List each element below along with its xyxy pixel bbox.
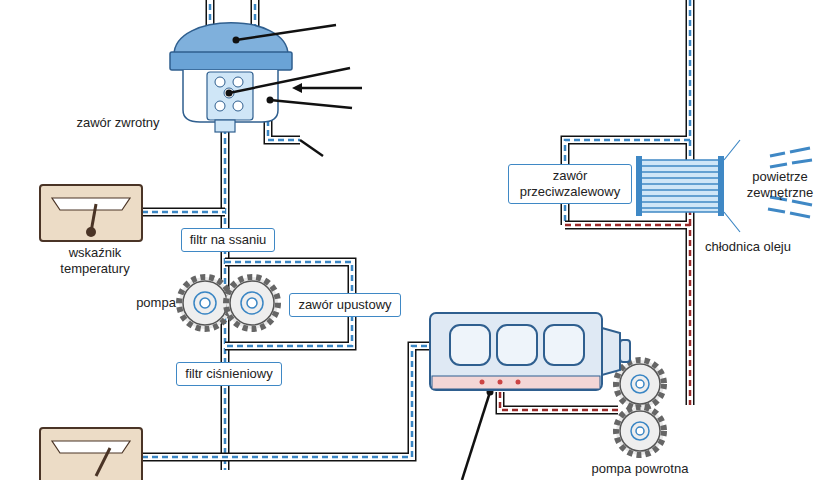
pressure-gauge xyxy=(40,428,142,480)
label-text: wskaźnik temperatury xyxy=(45,245,145,278)
leader-lines xyxy=(226,25,494,480)
oil-cooler xyxy=(636,140,740,232)
component-box: filtr na ssaniu xyxy=(181,228,276,252)
label-text: zawór zwrotny xyxy=(76,115,159,131)
pump-gears xyxy=(179,277,278,329)
component-box: zawór przeciwzalewowy xyxy=(508,164,632,205)
box-text: zawór przeciwzalewowy xyxy=(517,168,623,201)
label-text: pompa powrotna xyxy=(592,461,689,477)
part-label: pompa powrotna xyxy=(592,461,689,477)
box-text: filtr ciśnieniowy xyxy=(185,366,272,382)
part-label: zawór zwrotny xyxy=(76,115,159,131)
component-box: zawór upustowy xyxy=(289,293,400,317)
part-label: powietrze zewnętrzne xyxy=(737,169,823,202)
box-text: filtr na ssaniu xyxy=(190,232,267,248)
label-text: chłodnica oleju xyxy=(705,239,791,255)
oil-tank xyxy=(170,23,292,132)
label-text: powietrze zewnętrzne xyxy=(737,169,823,202)
engine xyxy=(430,313,630,390)
temperature-gauge xyxy=(40,185,142,241)
pipes xyxy=(142,0,690,470)
box-text: zawór upustowy xyxy=(298,297,391,313)
part-label: pompa xyxy=(136,295,176,311)
part-label: wskaźnik temperatury xyxy=(45,245,145,278)
component-box: filtr ciśnieniowy xyxy=(176,362,281,386)
part-label: chłodnica oleju xyxy=(705,239,791,255)
label-text: pompa xyxy=(136,295,176,311)
return-pump-gears xyxy=(616,360,664,455)
